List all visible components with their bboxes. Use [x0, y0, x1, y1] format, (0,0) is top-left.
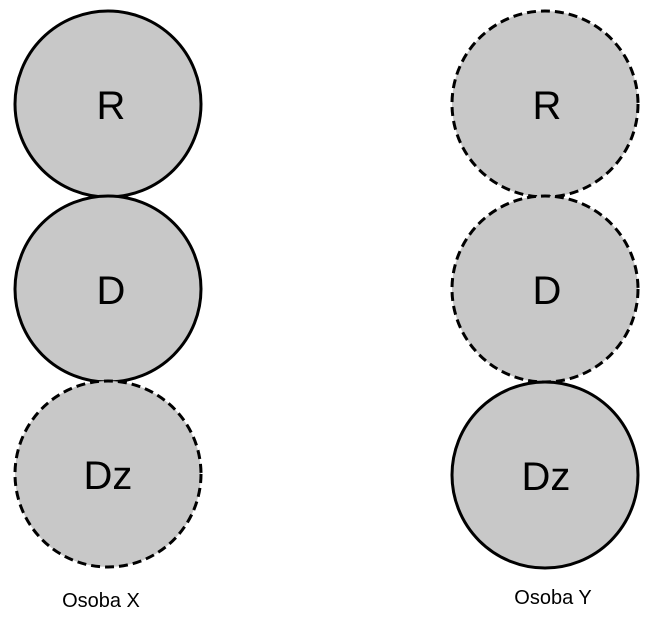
person-x-circle-dz-label: Dz: [84, 454, 133, 498]
person-x-column: R D Dz Osoba X: [13, 9, 203, 612]
person-x-circle-r-label: R: [97, 84, 126, 128]
person-y-column: R D Dz Osoba Y: [450, 9, 640, 609]
person-y-circle-d-label: D: [533, 269, 562, 313]
person-x-label: Osoba X: [62, 590, 140, 612]
person-y-circle-r-label: R: [533, 84, 562, 128]
person-y-circle-dz: [450, 380, 640, 570]
person-y-circle-dz-label: Dz: [522, 455, 571, 499]
person-x-circle-d-label: D: [97, 269, 126, 313]
person-x-circle-dz: [13, 379, 203, 569]
person-y-label: Osoba Y: [514, 587, 591, 609]
